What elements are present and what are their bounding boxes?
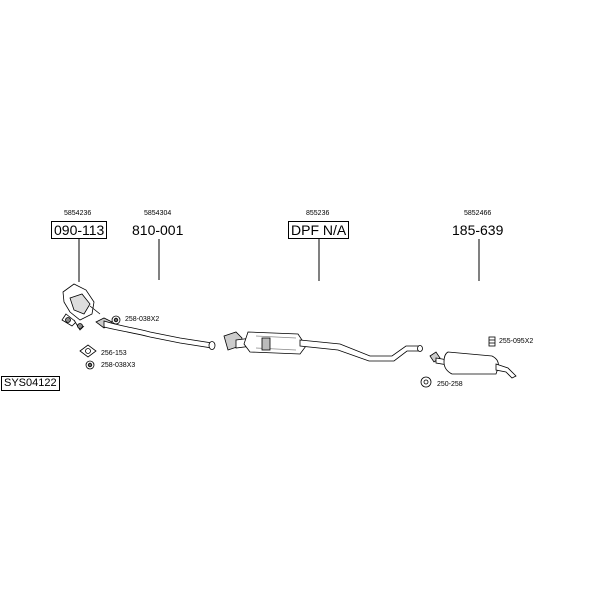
part-ref-1: 5854236: [64, 210, 92, 217]
clamp-icon: [488, 336, 496, 347]
part-number-4[interactable]: 185-639: [452, 222, 504, 238]
rear-silencer: [429, 351, 517, 379]
part-ref-2: 5854304: [144, 210, 172, 217]
dpf-section: [223, 331, 423, 362]
part-number-2[interactable]: 810-001: [132, 222, 184, 238]
accessory-label-1[interactable]: 258-038X2: [125, 316, 160, 323]
part-ref-4: 5852466: [464, 210, 492, 217]
catalytic-converter: [61, 283, 101, 331]
system-code: SYS04122: [1, 376, 60, 391]
nut-icon: [111, 315, 121, 325]
accessory-label-4[interactable]: 255-095X2: [499, 338, 534, 345]
rubber-mount-icon: [420, 376, 432, 388]
part-number-3[interactable]: DPF N/A: [288, 221, 350, 239]
accessory-label-5[interactable]: 250-258: [437, 381, 463, 388]
front-pipe: [95, 317, 216, 350]
part-ref-3: 855236: [306, 210, 330, 217]
accessory-label-2[interactable]: 256-153: [101, 350, 127, 357]
part-number-1[interactable]: 090-113: [51, 221, 108, 239]
nut-icon-2: [85, 360, 95, 370]
accessory-label-3[interactable]: 258-038X3: [101, 362, 136, 369]
gasket-icon: [79, 344, 97, 358]
